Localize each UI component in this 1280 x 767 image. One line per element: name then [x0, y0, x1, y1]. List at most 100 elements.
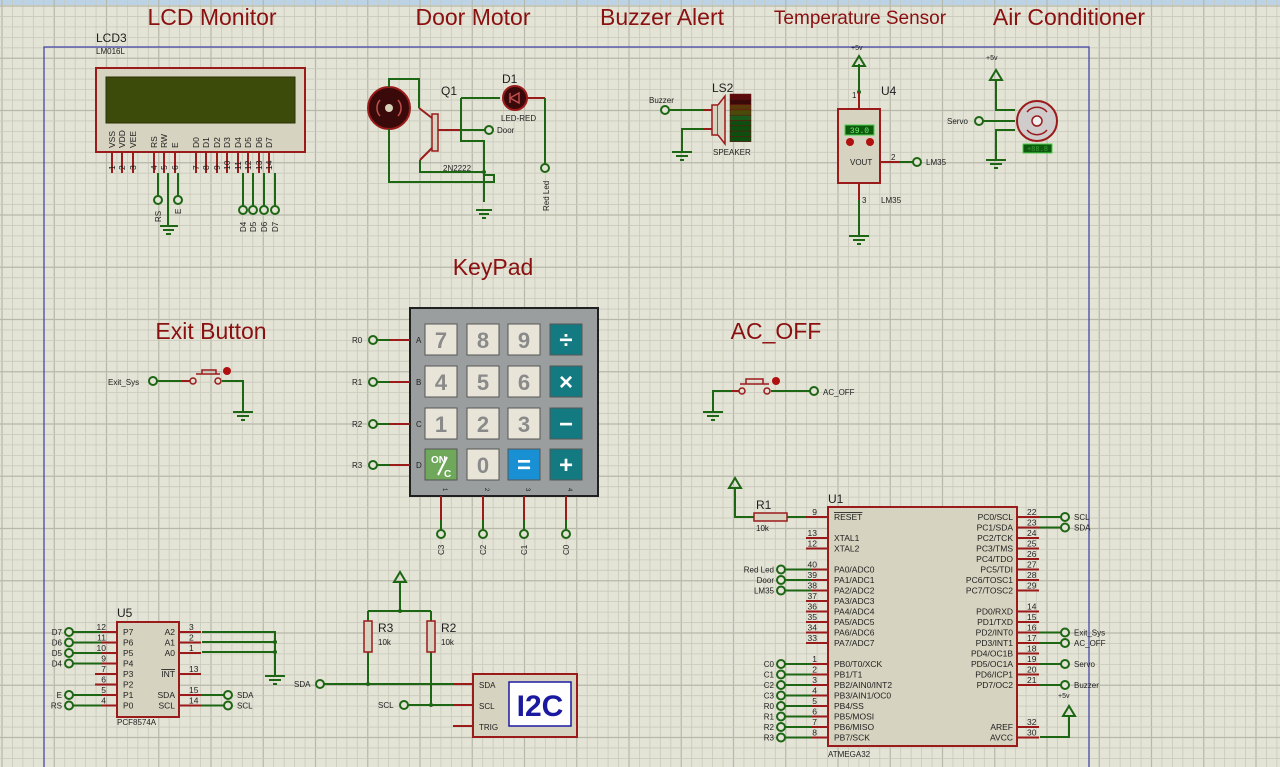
atmega32-pin-number: 16: [1027, 623, 1037, 633]
keypad-key-2[interactable]: 2: [466, 407, 500, 440]
temp-down-button[interactable]: [846, 138, 854, 146]
ac-off-terminal-icon[interactable]: [809, 386, 819, 396]
pcf8574a-terminal-rs[interactable]: [64, 700, 74, 711]
red-led-terminal-icon[interactable]: [540, 163, 550, 173]
keypad-row-terminal-r0[interactable]: [368, 335, 378, 345]
atmega32-terminal-sda[interactable]: [1060, 522, 1070, 533]
buzzer-terminal-icon[interactable]: [660, 105, 670, 115]
keypad-key-4[interactable]: 4: [424, 365, 458, 398]
buzzer-circuit[interactable]: Buzzer LS2 SPEAKER: [649, 81, 752, 161]
keypad-key-5[interactable]: 5: [466, 365, 500, 398]
lcd-terminal-e[interactable]: [173, 195, 183, 205]
keypad-key-7[interactable]: 7: [424, 323, 458, 356]
atmega32-terminal-red-led[interactable]: [776, 564, 786, 575]
atmega32-terminal-buzzer[interactable]: [1060, 680, 1070, 690]
atmega32-pin-number: 7: [812, 717, 817, 727]
atmega32-terminal-exit_sys[interactable]: [1060, 627, 1070, 638]
lcd-pin-number: 1: [107, 165, 117, 170]
keypad-key-0[interactable]: 0: [466, 448, 500, 481]
exit-terminal-icon[interactable]: [148, 376, 158, 386]
atmega32-terminal-r0[interactable]: [776, 701, 786, 711]
r3-resistor-icon: [363, 620, 373, 653]
atmega32-pin-name: PC3/TMS: [976, 544, 1013, 554]
lcd-terminal-d5[interactable]: [248, 205, 258, 215]
temp-up-button[interactable]: [866, 138, 874, 146]
keypad-key-9[interactable]: 9: [507, 323, 541, 356]
lcd-terminal-d4[interactable]: [238, 205, 248, 215]
keypad-key-8[interactable]: 8: [466, 323, 500, 356]
lcd-component[interactable]: LCD3 LM016L VSS1VDD2VEE3RS4RW5E6D07D18D2…: [95, 31, 306, 235]
pcf8574a-terminal-scl[interactable]: [223, 700, 233, 711]
atmega32-pin-number: 1: [812, 654, 817, 664]
i2c-bus-circuit[interactable]: R3 10k R2 10k SDA SCL SDA SCL TRIG I2C: [294, 570, 578, 738]
i2c-sda-terminal-icon[interactable]: [315, 679, 325, 689]
ac-off-button-actuator[interactable]: [772, 377, 780, 385]
atmega32-terminal-lm35[interactable]: [776, 585, 786, 596]
atmega32-terminal-c3[interactable]: [776, 690, 786, 701]
q1-ref: Q1: [441, 84, 457, 98]
keypad-col-terminal-c1[interactable]: [519, 529, 529, 539]
pcf8574a-terminal-d7[interactable]: [64, 627, 74, 637]
pcf8574a-terminal-e[interactable]: [64, 690, 74, 700]
i2c-scl-terminal-icon[interactable]: [399, 700, 409, 710]
keypad-row-terminal-r1[interactable]: [368, 377, 378, 387]
atmega32-terminal-servo[interactable]: [1060, 659, 1070, 669]
keypad-key-6[interactable]: 6: [507, 365, 541, 398]
pcf8574a-terminal-sda[interactable]: [223, 690, 233, 700]
lcd-terminal-d6[interactable]: [259, 205, 269, 215]
keypad-key-+[interactable]: +: [549, 448, 583, 481]
pcf8574a-terminal-d4[interactable]: [64, 658, 74, 669]
keypad-key-×[interactable]: ×: [549, 365, 583, 398]
atmega32-terminal-c1[interactable]: [776, 669, 786, 680]
pcf8574a-terminal-d5[interactable]: [64, 648, 74, 658]
keypad-key-−[interactable]: −: [549, 407, 583, 440]
r1-ref: R1: [756, 498, 772, 512]
keypad-col-terminal-c3[interactable]: [436, 529, 446, 539]
atmega32-terminal-ac_off[interactable]: [1060, 638, 1070, 648]
door-terminal-icon[interactable]: [484, 125, 494, 135]
atmega32-terminal-r2[interactable]: [776, 722, 786, 732]
keypad-key-÷[interactable]: ÷: [549, 323, 583, 356]
svg-text:4: 4: [435, 370, 448, 395]
atmega32-terminal-r3[interactable]: [776, 732, 786, 743]
atmega32-terminal-scl[interactable]: [1060, 512, 1070, 522]
keypad-row-terminal-r3[interactable]: [368, 460, 378, 470]
atmega32-terminal-door[interactable]: [776, 575, 786, 585]
keypad-row-terminal-r2[interactable]: [368, 419, 378, 429]
lcd-pin-number: 3: [128, 165, 138, 170]
i2c-debugger-window-button[interactable]: [508, 681, 572, 727]
lm35-terminal-icon[interactable]: [912, 157, 922, 167]
door-motor-circuit[interactable]: Q1 2N2222 Door D1 LED-RED Red Led: [367, 72, 551, 219]
keypad-col-terminal-c0[interactable]: [561, 529, 571, 539]
servo-terminal-icon[interactable]: [974, 116, 984, 126]
exit-button-actuator[interactable]: [223, 367, 231, 375]
keypad-key-1[interactable]: 1: [424, 407, 458, 440]
exit-pushbutton-icon[interactable]: [196, 369, 220, 375]
atmega32-terminal-c2[interactable]: [776, 680, 786, 690]
exit-button-circuit[interactable]: Exit_Sys: [108, 367, 253, 421]
atmega32-terminal-c0[interactable]: [776, 659, 786, 669]
ac-off-pushbutton-icon[interactable]: [740, 378, 769, 385]
atmega32-pin-name: PB2/AIN0/INT2: [834, 680, 892, 690]
air-conditioner-circuit[interactable]: +5v Servo +88.8: [947, 55, 1058, 169]
pcf8574a-terminal-label: E: [57, 691, 62, 700]
pcf8574a-terminal-d6[interactable]: [64, 637, 74, 648]
lcd-pin-number: 10: [222, 160, 232, 170]
i2c-pin-scl: SCL: [479, 702, 495, 711]
ac-off-button-circuit[interactable]: AC_OFF: [703, 377, 855, 421]
motor-shaft: [385, 104, 393, 112]
keypad-col-terminal-c2[interactable]: [478, 529, 488, 539]
atmega32-terminal-r1[interactable]: [776, 711, 786, 722]
lcd-terminal-rs[interactable]: [153, 195, 163, 205]
temperature-sensor-circuit[interactable]: +5v 1 U4 39.0 VOUT 2 LM35 3 LM35: [837, 45, 947, 245]
keypad-key-3[interactable]: 3: [507, 407, 541, 440]
keypad-key-on-c[interactable]: ONC: [424, 448, 458, 481]
pcf8574a-pin-name: INT: [161, 669, 175, 679]
svg-text:0: 0: [477, 453, 489, 478]
keypad-key-=[interactable]: =: [507, 448, 541, 481]
lcd-terminal-d7[interactable]: [270, 205, 280, 215]
